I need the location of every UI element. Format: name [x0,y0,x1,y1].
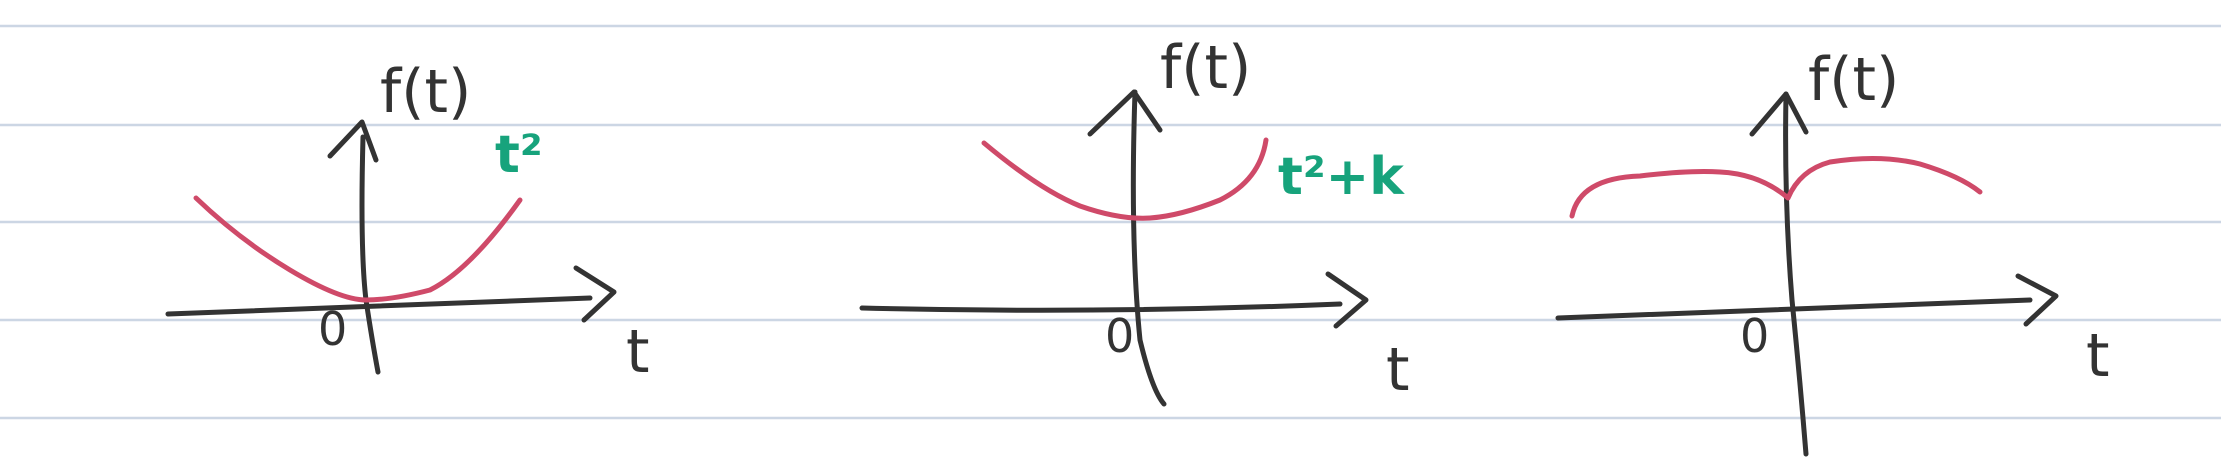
y-axis-arrowhead [1087,89,1163,137]
x-axis [859,301,1343,313]
y-axis-arrowhead [327,119,379,163]
y-axis-arrowhead [1749,91,1809,137]
cusp-curve [1569,155,1983,219]
x-axis [1555,297,2033,321]
x-axis-arrowhead [573,265,617,323]
y-axis [1130,89,1167,407]
y-axis-label: f(t) [1808,45,1899,115]
shifted-parabola-curve [981,137,1269,221]
origin-label: 0 [1740,309,1769,363]
y-axis-label: f(t) [1160,33,1251,103]
panel-1: f(t) 0 t t² [165,57,650,387]
x-axis-arrowhead [1325,271,1369,329]
curve-label: t²+k [1278,147,1405,207]
origin-label: 0 [318,302,347,356]
x-axis-arrowhead [2015,273,2059,327]
panel-2: f(t) 0 t t²+k [859,33,1410,407]
panel-3: f(t) 0 t [1555,45,2110,457]
origin-label: 0 [1105,309,1134,363]
y-axis [1783,91,1809,457]
curve-label: t² [495,125,543,185]
y-axis [359,134,381,375]
y-axis-label: f(t) [380,57,471,127]
x-axis-label: t [2086,321,2110,391]
x-axis-label: t [626,317,650,387]
x-axis-label: t [1386,335,1410,405]
parabola-curve [193,195,523,303]
x-axis [165,295,593,317]
